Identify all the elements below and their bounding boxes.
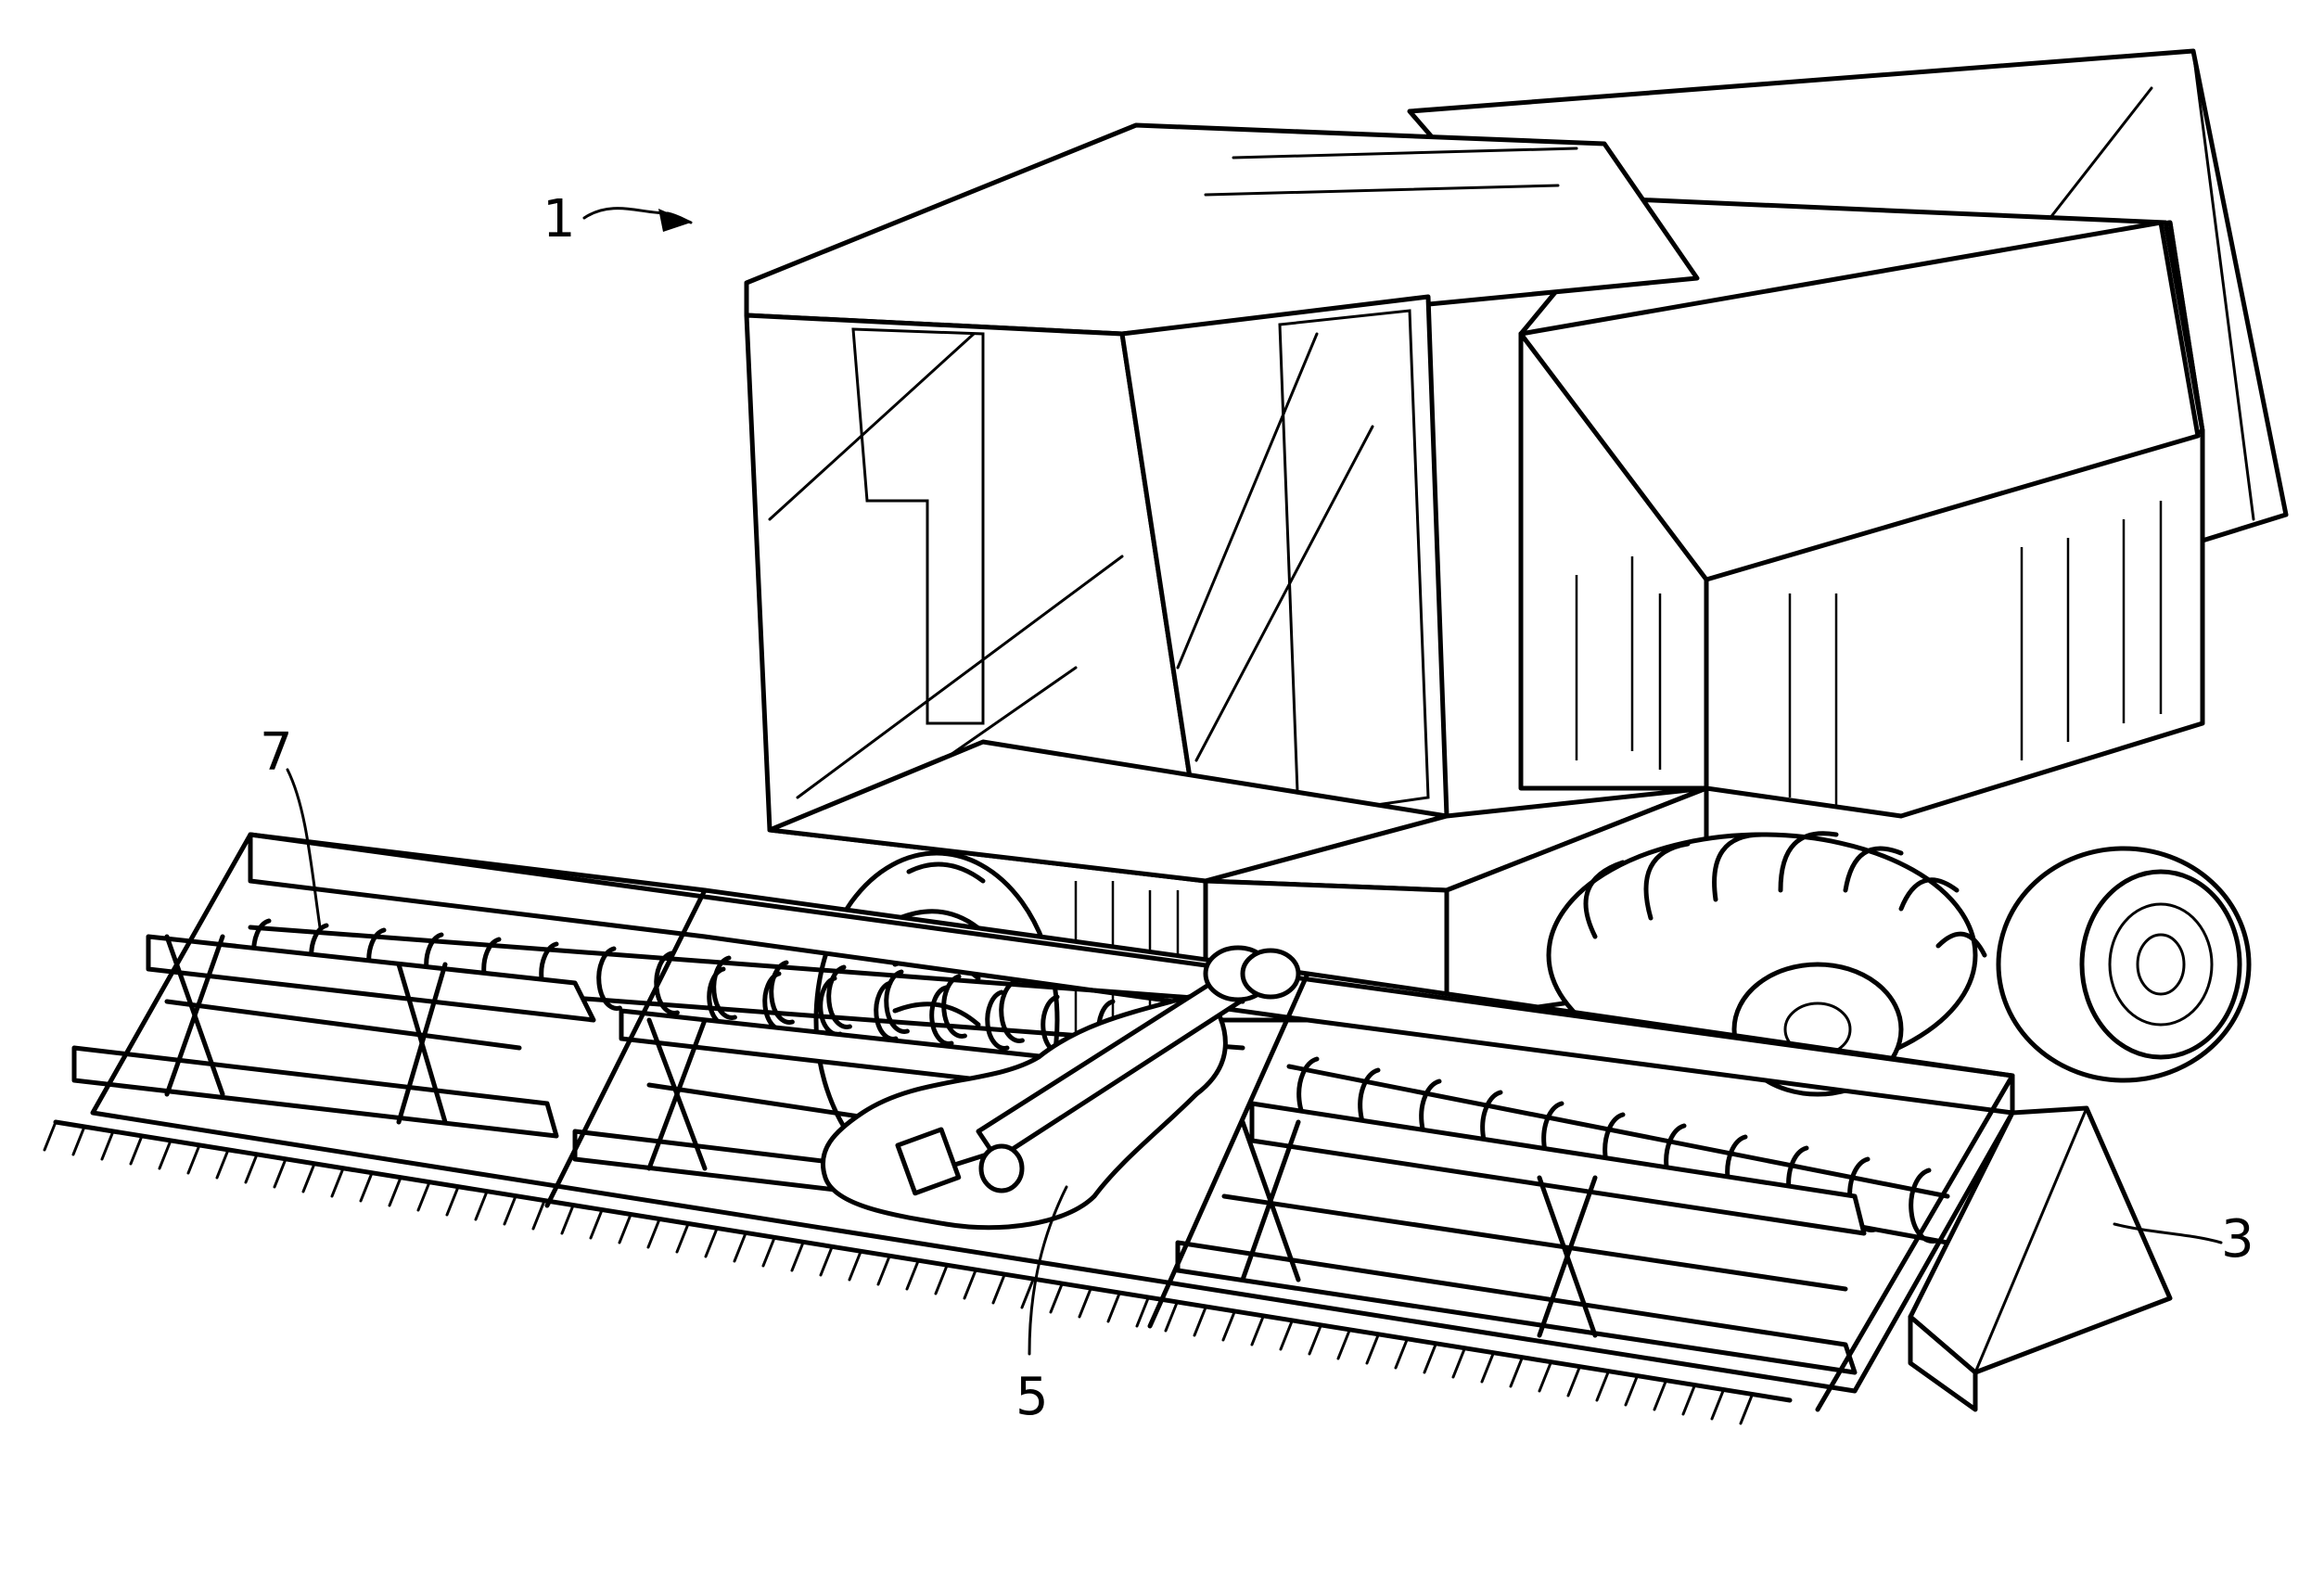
cutter-tooth — [416, 1180, 431, 1212]
cutter-tooth — [646, 1218, 661, 1249]
cutter-tooth — [560, 1204, 575, 1235]
cutter-tooth — [158, 1139, 172, 1170]
cutter-tooth — [1710, 1389, 1725, 1421]
top-cover — [1518, 197, 2205, 582]
cutter-tooth — [991, 1273, 1006, 1305]
cutter-tooth — [761, 1236, 776, 1268]
cutter-bar-teeth — [43, 1120, 1754, 1425]
cutter-tooth — [675, 1222, 690, 1254]
reference-label-7: 7 — [260, 722, 293, 783]
reference-label-5: 5 — [1015, 1367, 1049, 1427]
cutter-tooth — [819, 1245, 834, 1277]
cutter-tooth — [1509, 1357, 1524, 1388]
cutter-tooth — [905, 1259, 920, 1291]
cutter-tooth — [1365, 1333, 1380, 1365]
cutter-tooth — [1135, 1296, 1150, 1328]
cutter-tooth — [100, 1129, 115, 1161]
reference-label-1: 1 — [543, 189, 576, 249]
cutter-tooth — [503, 1194, 517, 1226]
cutter-tooth — [273, 1157, 287, 1189]
cutter-tooth — [934, 1264, 949, 1295]
cutter-tooth — [1164, 1301, 1179, 1333]
cutter-tooth — [876, 1255, 891, 1286]
cutter-tooth — [1566, 1366, 1581, 1397]
cutter-tooth — [1049, 1282, 1064, 1314]
cutter-tooth — [445, 1185, 460, 1217]
cutter-tooth — [1020, 1278, 1035, 1309]
cutter-tooth — [1394, 1338, 1409, 1370]
cutter-tooth — [1250, 1315, 1265, 1346]
cutter-tooth — [71, 1125, 86, 1156]
cutter-tooth — [1279, 1320, 1294, 1351]
cutter-tooth — [186, 1143, 201, 1175]
operator-cab — [744, 122, 1700, 884]
cutter-tooth — [704, 1227, 719, 1258]
cutter-tooth — [1624, 1375, 1639, 1407]
cutter-tooth — [1336, 1329, 1351, 1360]
crop-divider — [1908, 1105, 2173, 1412]
cutter-tooth — [1308, 1324, 1322, 1356]
cutter-tooth — [848, 1250, 862, 1282]
cutter-tooth — [1480, 1352, 1495, 1384]
drive-tire-right — [1546, 831, 1987, 1097]
cutter-tooth — [790, 1241, 805, 1272]
cutter-tooth — [1078, 1287, 1092, 1319]
cutter-tooth — [1451, 1347, 1466, 1379]
cutter-tooth — [43, 1120, 57, 1152]
auger-flight — [929, 985, 954, 1046]
cutter-tooth — [301, 1162, 316, 1193]
cutter-tooth — [244, 1153, 259, 1184]
cutter-tooth — [215, 1148, 230, 1180]
cutter-tooth — [1538, 1361, 1552, 1393]
cutter-tooth — [531, 1199, 546, 1231]
reel-assembly — [71, 934, 1867, 1375]
cutter-tooth — [1193, 1306, 1207, 1337]
cutter-tooth — [1739, 1394, 1754, 1425]
reference-label-3: 3 — [2221, 1209, 2254, 1270]
cutter-tooth — [474, 1190, 489, 1221]
leader-lines — [286, 207, 2223, 1356]
cutter-tooth — [618, 1213, 632, 1244]
cutter-tooth — [388, 1176, 402, 1207]
cutter-tooth — [1681, 1384, 1696, 1416]
cutter-tooth — [129, 1134, 144, 1166]
cutter-tooth — [1653, 1380, 1667, 1411]
header-frame — [53, 832, 2015, 1412]
cutter-tooth — [1423, 1343, 1437, 1374]
cutter-tooth — [1221, 1310, 1236, 1342]
cutter-tooth — [330, 1167, 345, 1198]
auger-flight — [985, 989, 1010, 1051]
cutter-tooth — [359, 1171, 374, 1203]
cutter-tooth — [733, 1231, 747, 1263]
cutter-tooth — [589, 1208, 604, 1240]
cylinder-cutaway — [820, 945, 1301, 1231]
cutter-tooth — [1595, 1371, 1610, 1402]
cutter-tooth — [1106, 1292, 1121, 1323]
cutter-tooth — [963, 1269, 977, 1300]
steer-tire — [1996, 846, 2252, 1083]
